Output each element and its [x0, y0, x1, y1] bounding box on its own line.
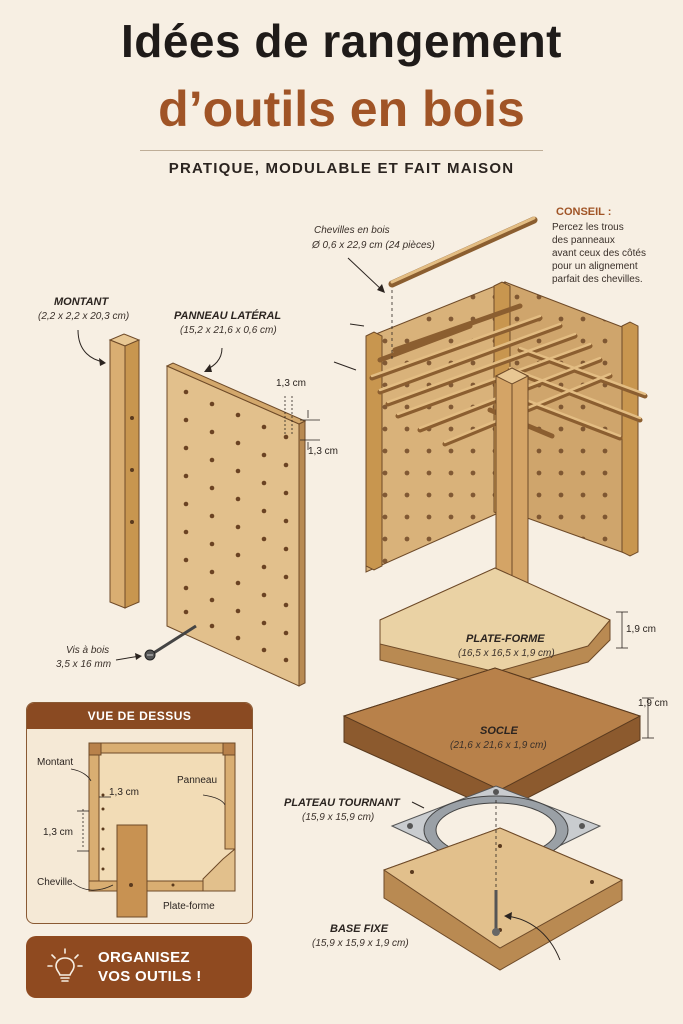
vis-label: Vis à bois [66, 645, 110, 656]
cta-line-1: ORGANISEZ [98, 949, 190, 966]
panneau-label: PANNEAU LATÉRAL [174, 310, 282, 322]
plateforme-label: PLATE-FORME [466, 633, 545, 645]
top-view-panneau: Panneau [177, 775, 218, 786]
socle-thickness: 1,9 cm [638, 698, 669, 709]
lightbulb-icon [47, 948, 83, 982]
montant-label: MONTANT [54, 296, 109, 308]
top-view-plateforme: Plate-forme [163, 901, 215, 912]
chevilles-dims: Ø 0,6 x 22,9 cm (24 pièces) [312, 240, 435, 251]
hole-spacing-dim-2: 1,3 cm [308, 446, 339, 457]
cta-text: ORGANISEZ VOS OUTILS ! [98, 948, 202, 986]
subtitle: PRATIQUE, MODULABLE ET FAIT MAISON [168, 160, 515, 177]
top-view-montant: Montant [37, 757, 74, 768]
conseil-text: Percez les trous des panneaux avant ceux… [552, 221, 646, 286]
socle-dims: (21,6 x 21,6 x 1,9 cm) [450, 740, 547, 751]
title-rule [140, 150, 543, 151]
plateforme-dims: (16,5 x 16,5 x 1,9 cm) [458, 648, 555, 659]
top-view-diagram [70, 742, 236, 918]
title-line-2: d’outils en bois [158, 81, 525, 137]
plate-forme [379, 567, 611, 689]
conseil-line: Percez les trous [552, 222, 624, 233]
montant-post [108, 333, 141, 609]
conseil-line: avant ceux des côtés [552, 248, 646, 259]
socle-label: SOCLE [480, 725, 518, 737]
top-view-dim-h: 1,3 cm [109, 787, 140, 798]
conseil-title: CONSEIL : [556, 206, 612, 218]
cta-line-2: VOS OUTILS ! [98, 968, 202, 985]
organize-cta[interactable]: ORGANISEZ VOS OUTILS ! [26, 936, 252, 998]
chevilles-label: Chevilles en bois [314, 225, 390, 236]
base-label: BASE FIXE [330, 923, 389, 935]
top-view-header: VUE DE DESSUS [27, 703, 252, 729]
top-view-dim-v: 1,3 cm [43, 827, 74, 838]
top-view-panel: VUE DE DESSUS Montant Panneau 1,3 cm 1,3… [26, 702, 253, 924]
montant-dims: (2,2 x 2,2 x 20,3 cm) [38, 311, 130, 322]
title-line-1: Idées de rangement [120, 15, 563, 67]
panneau-lateral [165, 362, 307, 687]
plateforme-thickness: 1,9 cm [626, 624, 657, 635]
loose-dowel [388, 216, 538, 288]
conseil-line: pour un alignement [552, 261, 638, 272]
socle [342, 667, 642, 813]
conseil-line: des panneaux [552, 235, 615, 246]
panneau-dims: (15,2 x 21,6 x 0,6 cm) [180, 325, 277, 336]
wood-screw [144, 624, 197, 661]
base-dims: (15,9 x 15,9 x 1,9 cm) [312, 938, 409, 949]
conseil-line: parfait des chevilles. [552, 274, 643, 285]
box-assembly [365, 281, 648, 631]
hole-spacing-dim-1: 1,3 cm [276, 378, 307, 389]
plateau-dims: (15,9 x 15,9 cm) [302, 812, 375, 823]
base-fixe [382, 827, 624, 971]
top-view-cheville: Cheville [37, 877, 73, 888]
vis-dims: 3,5 x 16 mm [56, 659, 112, 670]
plateau-label: PLATEAU TOURNANT [284, 797, 400, 809]
